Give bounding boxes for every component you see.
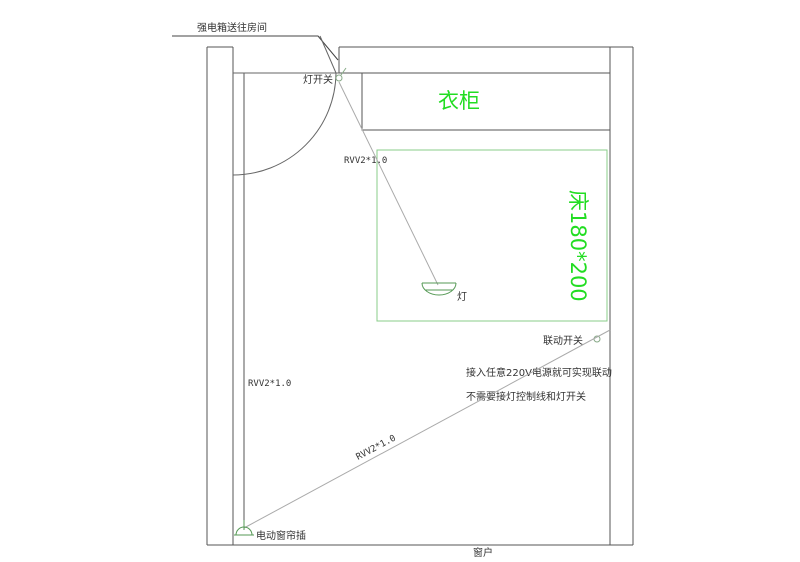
power-feed-line <box>172 35 339 61</box>
power-box-label: 强电箱送往房间 <box>197 21 267 34</box>
curtain-socket-icon <box>234 520 254 536</box>
window-label: 窗户 <box>473 546 493 559</box>
cable-label-top: RVV2*1.0 <box>344 156 387 166</box>
light-switch-icon <box>335 67 347 82</box>
bed-label: 床180*200 <box>566 190 590 302</box>
cable-label-left: RVV2*1.0 <box>248 379 291 389</box>
wardrobe <box>361 72 611 131</box>
cable-switch-to-light <box>338 81 439 286</box>
note-line-1: 接入任意220V电源就可实现联动 <box>466 366 612 379</box>
bed <box>376 149 608 322</box>
wardrobe-label: 衣柜 <box>438 89 480 113</box>
linked-switch-label: 联动开关 <box>543 334 583 347</box>
curtain-socket-label: 电动窗帘插 <box>256 529 306 542</box>
ceiling-light-icon <box>421 282 457 296</box>
cable-diagonal <box>243 329 611 529</box>
door-swing <box>232 35 339 176</box>
note-line-2: 不需要接灯控制线和灯开关 <box>466 390 586 403</box>
light-switch-label: 灯开关 <box>303 73 333 86</box>
light-label: 灯 <box>457 291 467 303</box>
